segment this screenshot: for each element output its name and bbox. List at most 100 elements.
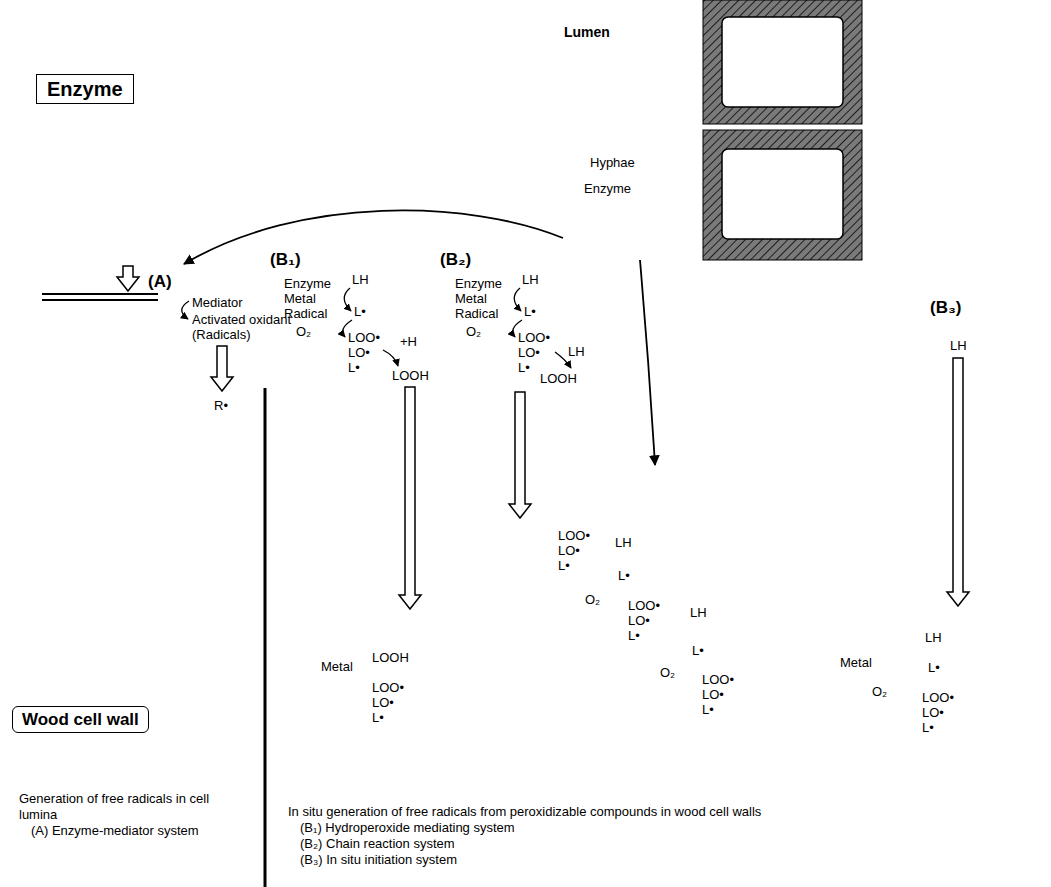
node-text: Enzyme [36, 74, 134, 104]
reaction-label: L• [354, 304, 366, 319]
reaction-arc [576, 564, 615, 574]
reaction-label: O₂ [466, 324, 481, 339]
cell-wall-fill [0, 388, 1051, 887]
lumen [722, 17, 843, 107]
caption-box: In situ generation of free radicals from… [278, 798, 1038, 874]
node-text: LO• [628, 613, 650, 628]
reaction-arc [618, 584, 625, 602]
radical-site-shape [475, 465, 825, 795]
reaction-label: Enzyme [455, 276, 502, 291]
caption-text: (B₂) Chain reaction system [288, 836, 1028, 852]
reaction-label: (A) [148, 272, 172, 292]
node-text: O₂ [872, 684, 887, 699]
reaction-arc [363, 665, 370, 684]
lumen [557, 17, 678, 107]
radical-site: LHMetalL•O₂LOO•LO•L• [800, 600, 1030, 780]
reaction-arc [514, 288, 521, 311]
node-text: L• [692, 643, 704, 658]
reaction-label: LOOH [392, 368, 429, 383]
node-text: L• [702, 702, 714, 717]
hyphae-icon [559, 156, 585, 168]
wood-cell-shape [538, 0, 697, 124]
cell-wall-region: Wood cell wallR•MetalLOOHLOO•LO•L•LOO•LO… [0, 388, 1051, 887]
reaction-label: Enzyme [284, 276, 331, 291]
surface-line [42, 299, 158, 301]
node-text: LO• [558, 543, 580, 558]
caption-text: (B₃) In situ initiation system [288, 852, 1028, 868]
node-text: Wood cell wall [12, 706, 149, 733]
radical-blob [163, 391, 282, 420]
lumen [722, 149, 843, 239]
reaction-arc [383, 350, 398, 366]
node-text: L• [372, 710, 384, 725]
reaction-label: O₂ [296, 324, 311, 339]
radical-blob [291, 612, 489, 781]
node-text: Metal [321, 659, 353, 674]
enzyme-region: Enzyme [0, 0, 395, 290]
node-text: Hyphae [590, 155, 635, 170]
block-arrow [509, 392, 531, 518]
radical-site: R• [160, 390, 285, 422]
reaction-label: LOO• [348, 330, 380, 345]
node-text: LO• [372, 695, 394, 710]
reaction-label: LO• [348, 345, 370, 360]
reaction-label: LH [950, 338, 967, 353]
enzyme-region-shape [0, 0, 395, 290]
node-text: L• [628, 628, 640, 643]
secretion-vesicle [562, 232, 586, 246]
reaction-arc [621, 552, 625, 566]
reaction-label: L• [518, 360, 530, 375]
node-text: Lumen [564, 24, 610, 40]
node-text: LH [690, 605, 707, 620]
reaction-label: L• [524, 304, 536, 319]
reaction-label: Radical [284, 306, 327, 321]
reaction-arc [918, 646, 926, 661]
reaction-arc [693, 659, 700, 676]
reaction-label: LH [352, 272, 369, 287]
node-text: Enzyme [584, 181, 631, 196]
node-text: R• [214, 398, 228, 413]
radical-site: Metal LOOH LOO•LO•L• [285, 607, 495, 783]
node-text: LH [615, 535, 632, 550]
cell-wall [703, 130, 862, 260]
block-arrow [211, 346, 233, 391]
caption-frame [11, 786, 250, 845]
reaction-arc [344, 288, 351, 311]
reaction-label: (B₁) [270, 250, 301, 270]
wall-surface [0, 388, 1051, 390]
reaction-arc [696, 621, 699, 641]
radical-blob [478, 472, 818, 790]
caption-frame [279, 799, 1038, 874]
radical-site: LOO•LO•L•LHL•O₂LOO•LO•L•LHL•O₂LOO•LO•L• [475, 465, 825, 795]
node-text: LOO• [628, 598, 660, 613]
cell-wall [538, 0, 697, 124]
caption-text: In situ generation of free radicals from… [288, 804, 1028, 820]
caption-box: Generation of free radicals in cell lumi… [10, 785, 250, 845]
caption-text: (B₁) Hydroperoxide mediating system [288, 820, 1028, 836]
block-arrow [117, 266, 139, 291]
connector-layer [640, 260, 655, 465]
reaction-label: (B₂) [440, 250, 471, 270]
reaction-label: LOO• [518, 330, 550, 345]
node-text: L• [922, 720, 934, 735]
node-text: LOO• [922, 690, 954, 705]
node-text: LO• [922, 705, 944, 720]
divider-line [264, 388, 267, 887]
reaction-label: LH [568, 344, 585, 359]
reaction-label: LH [522, 272, 539, 287]
reaction-label: LO• [518, 345, 540, 360]
secretion-line [639, 248, 640, 260]
radical-blob [801, 602, 1026, 777]
lumen [557, 149, 678, 239]
enzyme-icon [563, 181, 577, 195]
caption-text: (A) Enzyme-mediator system [19, 823, 241, 839]
cell-wall [703, 0, 862, 124]
reaction-label: Mediator [192, 295, 243, 310]
node-text: Metal [840, 655, 872, 670]
wood-cell: HyphaeEnzyme [538, 130, 697, 260]
node-text: LOO• [372, 680, 404, 695]
secretion-arrow [184, 210, 563, 264]
node-text: LOO• [558, 528, 590, 543]
node-text: LOOH [372, 650, 409, 665]
